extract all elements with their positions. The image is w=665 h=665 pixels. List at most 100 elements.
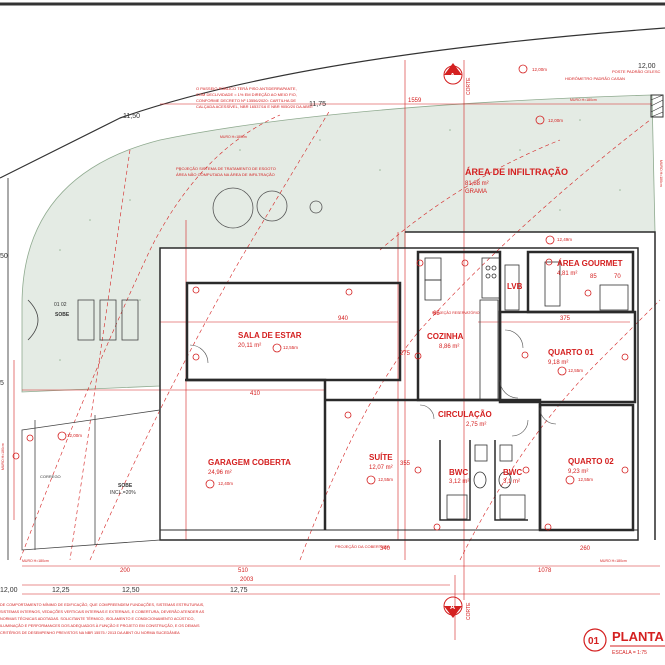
note-bottom-line: NORMAS TÉCNICAS ADOTADAS. SOLICITANTE TÉ… — [0, 616, 195, 621]
level-texts: 12,00m 12,00m 12,00m 12,55m 12,55m 12,49… — [67, 67, 593, 486]
muro-bottom2: MURO H=180cm — [600, 559, 627, 563]
topo-1250-left: 50 — [0, 253, 8, 260]
level-q2: 12,55m — [578, 477, 593, 482]
room-name-cozinha: COZINHA — [427, 332, 464, 341]
room-name-quarto02: QUARTO 02 — [568, 457, 614, 466]
label-corte-top: CORTE — [466, 77, 472, 95]
room-name-infiltracao: ÁREA DE INFILTRAÇÃO — [465, 167, 568, 177]
dim-375: 375 — [560, 316, 571, 322]
note-passeio-line: CONFORME DECRETO Nº 13556/2020: CARTILHA… — [196, 98, 296, 103]
level-garagem: 12,40m — [218, 481, 233, 486]
label-section-a-top: A — [450, 73, 455, 80]
dim-510: 510 — [238, 568, 249, 574]
room-name-bwc1: BWC — [449, 468, 468, 477]
kitchen-fixtures — [424, 257, 629, 401]
label-corte-bottom: CORTE — [466, 602, 472, 620]
hydrometer-hatch — [650, 94, 664, 118]
topo-texts: 11,50 11,75 12,00 12,00 12,25 12,50 12,7… — [0, 63, 656, 594]
topo-1275: 12,75 — [230, 587, 248, 594]
label-projecao-reservatorio: PROJEÇÃO RESERVATÓRIO — [432, 310, 480, 315]
topo-1200-tr: 12,00 — [638, 63, 656, 70]
dim-410: 410 — [250, 391, 261, 397]
door-swings — [189, 329, 557, 437]
room-name-suite: SUÍTE — [369, 453, 393, 462]
room-area-gourmet: 4,81 m² — [557, 271, 577, 277]
dim-200: 200 — [120, 568, 131, 574]
house-walls — [159, 231, 656, 541]
label-ramp-incline: INCL.=20% — [110, 490, 136, 496]
note-bottom: DE COMPORTAMENTO MÍNIMO DE EDIFICAÇÃO, Q… — [0, 602, 205, 635]
muro-right: MURO H=180cm — [659, 160, 663, 187]
dim-340: 340 — [380, 546, 391, 552]
room-name-gourmet: ÁREA GOURMET — [557, 259, 623, 268]
level-suite: 12,55m — [378, 477, 393, 482]
level-sala: 12,55m — [283, 345, 298, 350]
level-gourmet: 12,49m — [557, 237, 572, 242]
level-quarto1: 12,55m — [568, 368, 583, 373]
level-markers — [12, 64, 629, 531]
label-sobe-ramp: SOBE — [118, 483, 133, 489]
dimension-texts: 1559 940 410 375 340 260 510 200 2003 10… — [120, 98, 621, 583]
topo-1200-bl: 12,00 — [0, 587, 18, 594]
note-tratamento: PROJEÇÃO SISTEMA DE TRATAMENTO DE ESGOTO… — [176, 166, 276, 177]
room-name-circulacao: CIRCULAÇÃO — [438, 410, 492, 419]
room-area-quarto01: 9,18 m² — [548, 360, 568, 366]
room-area-cozinha: 8,86 m² — [439, 344, 459, 350]
dim-355: 355 — [400, 461, 411, 467]
septic-sump — [309, 200, 323, 214]
dim-1078: 1078 — [538, 568, 552, 574]
note-tratamento-line: PROJEÇÃO SISTEMA DE TRATAMENTO DE ESGOTO — [176, 166, 276, 171]
room-area-garagem: 24,96 m² — [208, 470, 232, 476]
muro-top: MURO H=180cm — [220, 135, 247, 139]
note-bottom-line: CRITÉRIOS DE DESEMPENHO PREVISTOS NA NBR… — [0, 630, 180, 635]
room-name-sala: SALA DE ESTAR — [238, 331, 302, 340]
lot-boundary — [0, 27, 665, 179]
note-tratamento-line: ÁREA NÃO COMPUTADA NA ÁREA DE INFILTRAÇÃ… — [176, 172, 275, 177]
room-finish-infiltracao: GRAMA — [465, 189, 487, 195]
topo-1150: 11,50 — [123, 113, 140, 120]
room-name-garagem: GARAGEM COBERTA — [208, 458, 291, 467]
muro-top2: MURO H=180cm — [570, 98, 597, 102]
note-passeio: O PASSEIO PÚBLICO TERÁ PISO ANTIDERRAPAN… — [196, 86, 314, 109]
wall-height-texts: MURO H=180cm MURO H=180cm MURO H=180cm M… — [1, 98, 663, 563]
dim-2003: 2003 — [240, 577, 254, 583]
note-bottom-line: SISTEMAS INTERNOS, VEDAÇÕES VERTICAIS IN… — [0, 609, 205, 614]
room-area-sala: 20,11 m² — [238, 343, 261, 349]
level-top: 12,00m — [532, 67, 547, 72]
garage-ramp — [21, 409, 161, 551]
section-mark-bottom — [443, 596, 463, 618]
muro-bottom: MURO H=180cm — [22, 559, 49, 563]
septic-filter — [256, 190, 288, 222]
note-bottom-line: ILUMINAÇÃO E PERFORMANCES DOS ADEQUADOS … — [0, 623, 200, 628]
room-area-circulacao: 2,75 m² — [466, 422, 486, 428]
note-passeio-line: O PASSEIO PÚBLICO TERÁ PISO ANTIDERRAPAN… — [196, 86, 297, 91]
topo-1175: 11,75 — [309, 101, 326, 108]
label-projecao-cobertura: PROJEÇÃO DA COBERTURA — [335, 544, 390, 549]
label-hidrometro: HIDRÔMETRO PADRÃO CASAN — [565, 76, 625, 81]
room-area-bwc2: 3,1 m² — [503, 479, 520, 485]
dim-260: 260 — [580, 546, 591, 552]
label-corrego: CORREGO — [40, 474, 61, 479]
topo-1225: 12,25 — [52, 587, 70, 594]
label-sobe-num: 01 02 — [54, 302, 67, 308]
room-area-bwc1: 3,12 m² — [449, 479, 469, 485]
dim-70: 70 — [614, 274, 621, 280]
dim-940: 940 — [338, 316, 349, 322]
note-passeio-line: COM DECLIVIDADE = 1% EM DIREÇÃO AO MEIO … — [196, 92, 297, 97]
septic-tank — [212, 187, 254, 229]
dim-275: 275 — [400, 351, 411, 357]
topo-1250: 12,50 — [122, 587, 140, 594]
bathroom-fixtures — [446, 444, 526, 520]
room-name-bwc2: BWC — [503, 468, 522, 477]
entry-stairs — [27, 299, 139, 341]
room-name-quarto01: QUARTO 01 — [548, 348, 594, 357]
title-text: PLANTA — [612, 629, 664, 644]
muro-left: MURO H=180cm — [1, 443, 5, 470]
dim-1559: 1559 — [408, 98, 422, 104]
title-number-circle — [583, 628, 607, 652]
room-area-quarto02: 9,23 m² — [568, 469, 588, 475]
note-bottom-line: DE COMPORTAMENTO MÍNIMO DE EDIFICAÇÃO, Q… — [0, 602, 204, 607]
dim-85: 85 — [590, 274, 597, 280]
title-number: 01 — [588, 636, 600, 647]
